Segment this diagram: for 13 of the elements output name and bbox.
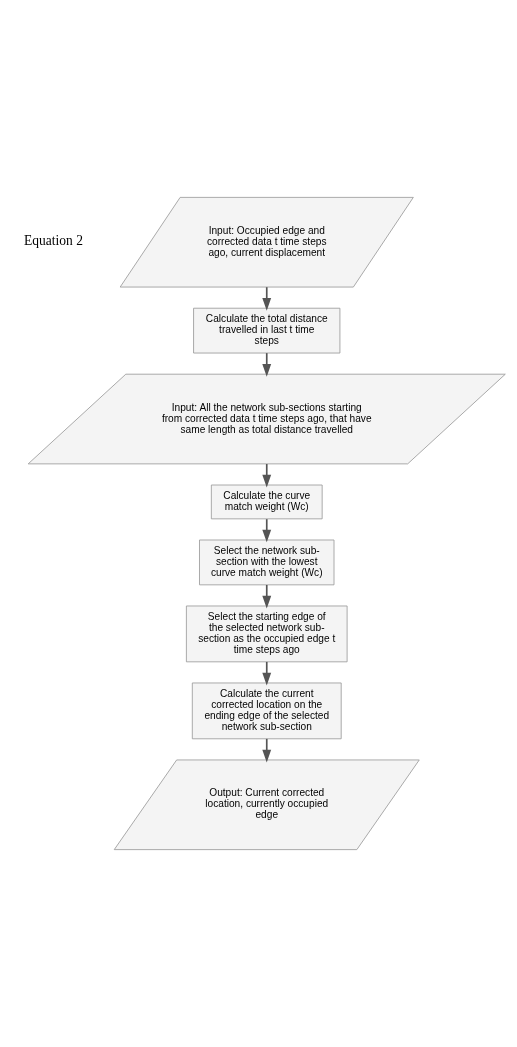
node-box: Select the network sub-section with the lowest curve match weight (Wc) bbox=[199, 539, 335, 586]
arrow bbox=[262, 661, 272, 686]
node-box: Select the starting edge of the selected network sub-section as the occupied edge t time steps ago bbox=[185, 605, 348, 663]
node-box: Calculate the curve match weight (Wc) bbox=[210, 484, 323, 520]
node-box: Calculate the total distance travelled in last t time steps bbox=[193, 307, 341, 354]
node-box: Calculate the current corrected location on the ending edge of the selected network sub-section bbox=[191, 682, 342, 740]
arrow bbox=[262, 738, 272, 763]
arrow bbox=[262, 286, 272, 311]
arrow bbox=[262, 352, 272, 377]
arrow bbox=[262, 518, 272, 543]
arrow bbox=[262, 463, 272, 488]
arrow bbox=[262, 584, 272, 609]
label: Equation 2 bbox=[24, 233, 84, 249]
